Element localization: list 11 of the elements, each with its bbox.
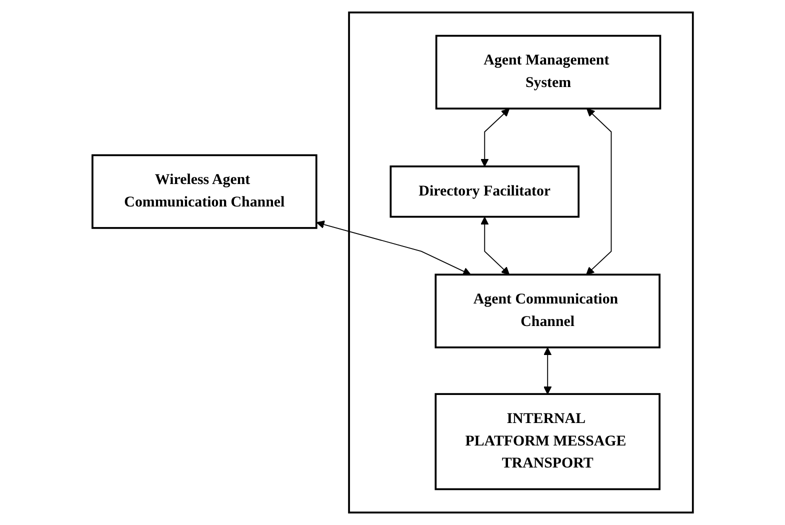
node-box: Directory Facilitator — [390, 165, 580, 218]
node-box: Agent Management System — [435, 34, 661, 110]
node-box: INTERNAL PLATFORM MESSAGE TRANSPORT — [434, 393, 660, 490]
arrow — [480, 108, 510, 167]
arrow — [316, 220, 471, 276]
cluster — [348, 12, 694, 514]
arrow — [586, 108, 612, 275]
arrow — [480, 216, 510, 275]
node-box: Agent Communication Channel — [434, 274, 660, 348]
arrow — [543, 347, 552, 394]
node-box: Wireless Agent Communication Channel — [91, 154, 318, 229]
